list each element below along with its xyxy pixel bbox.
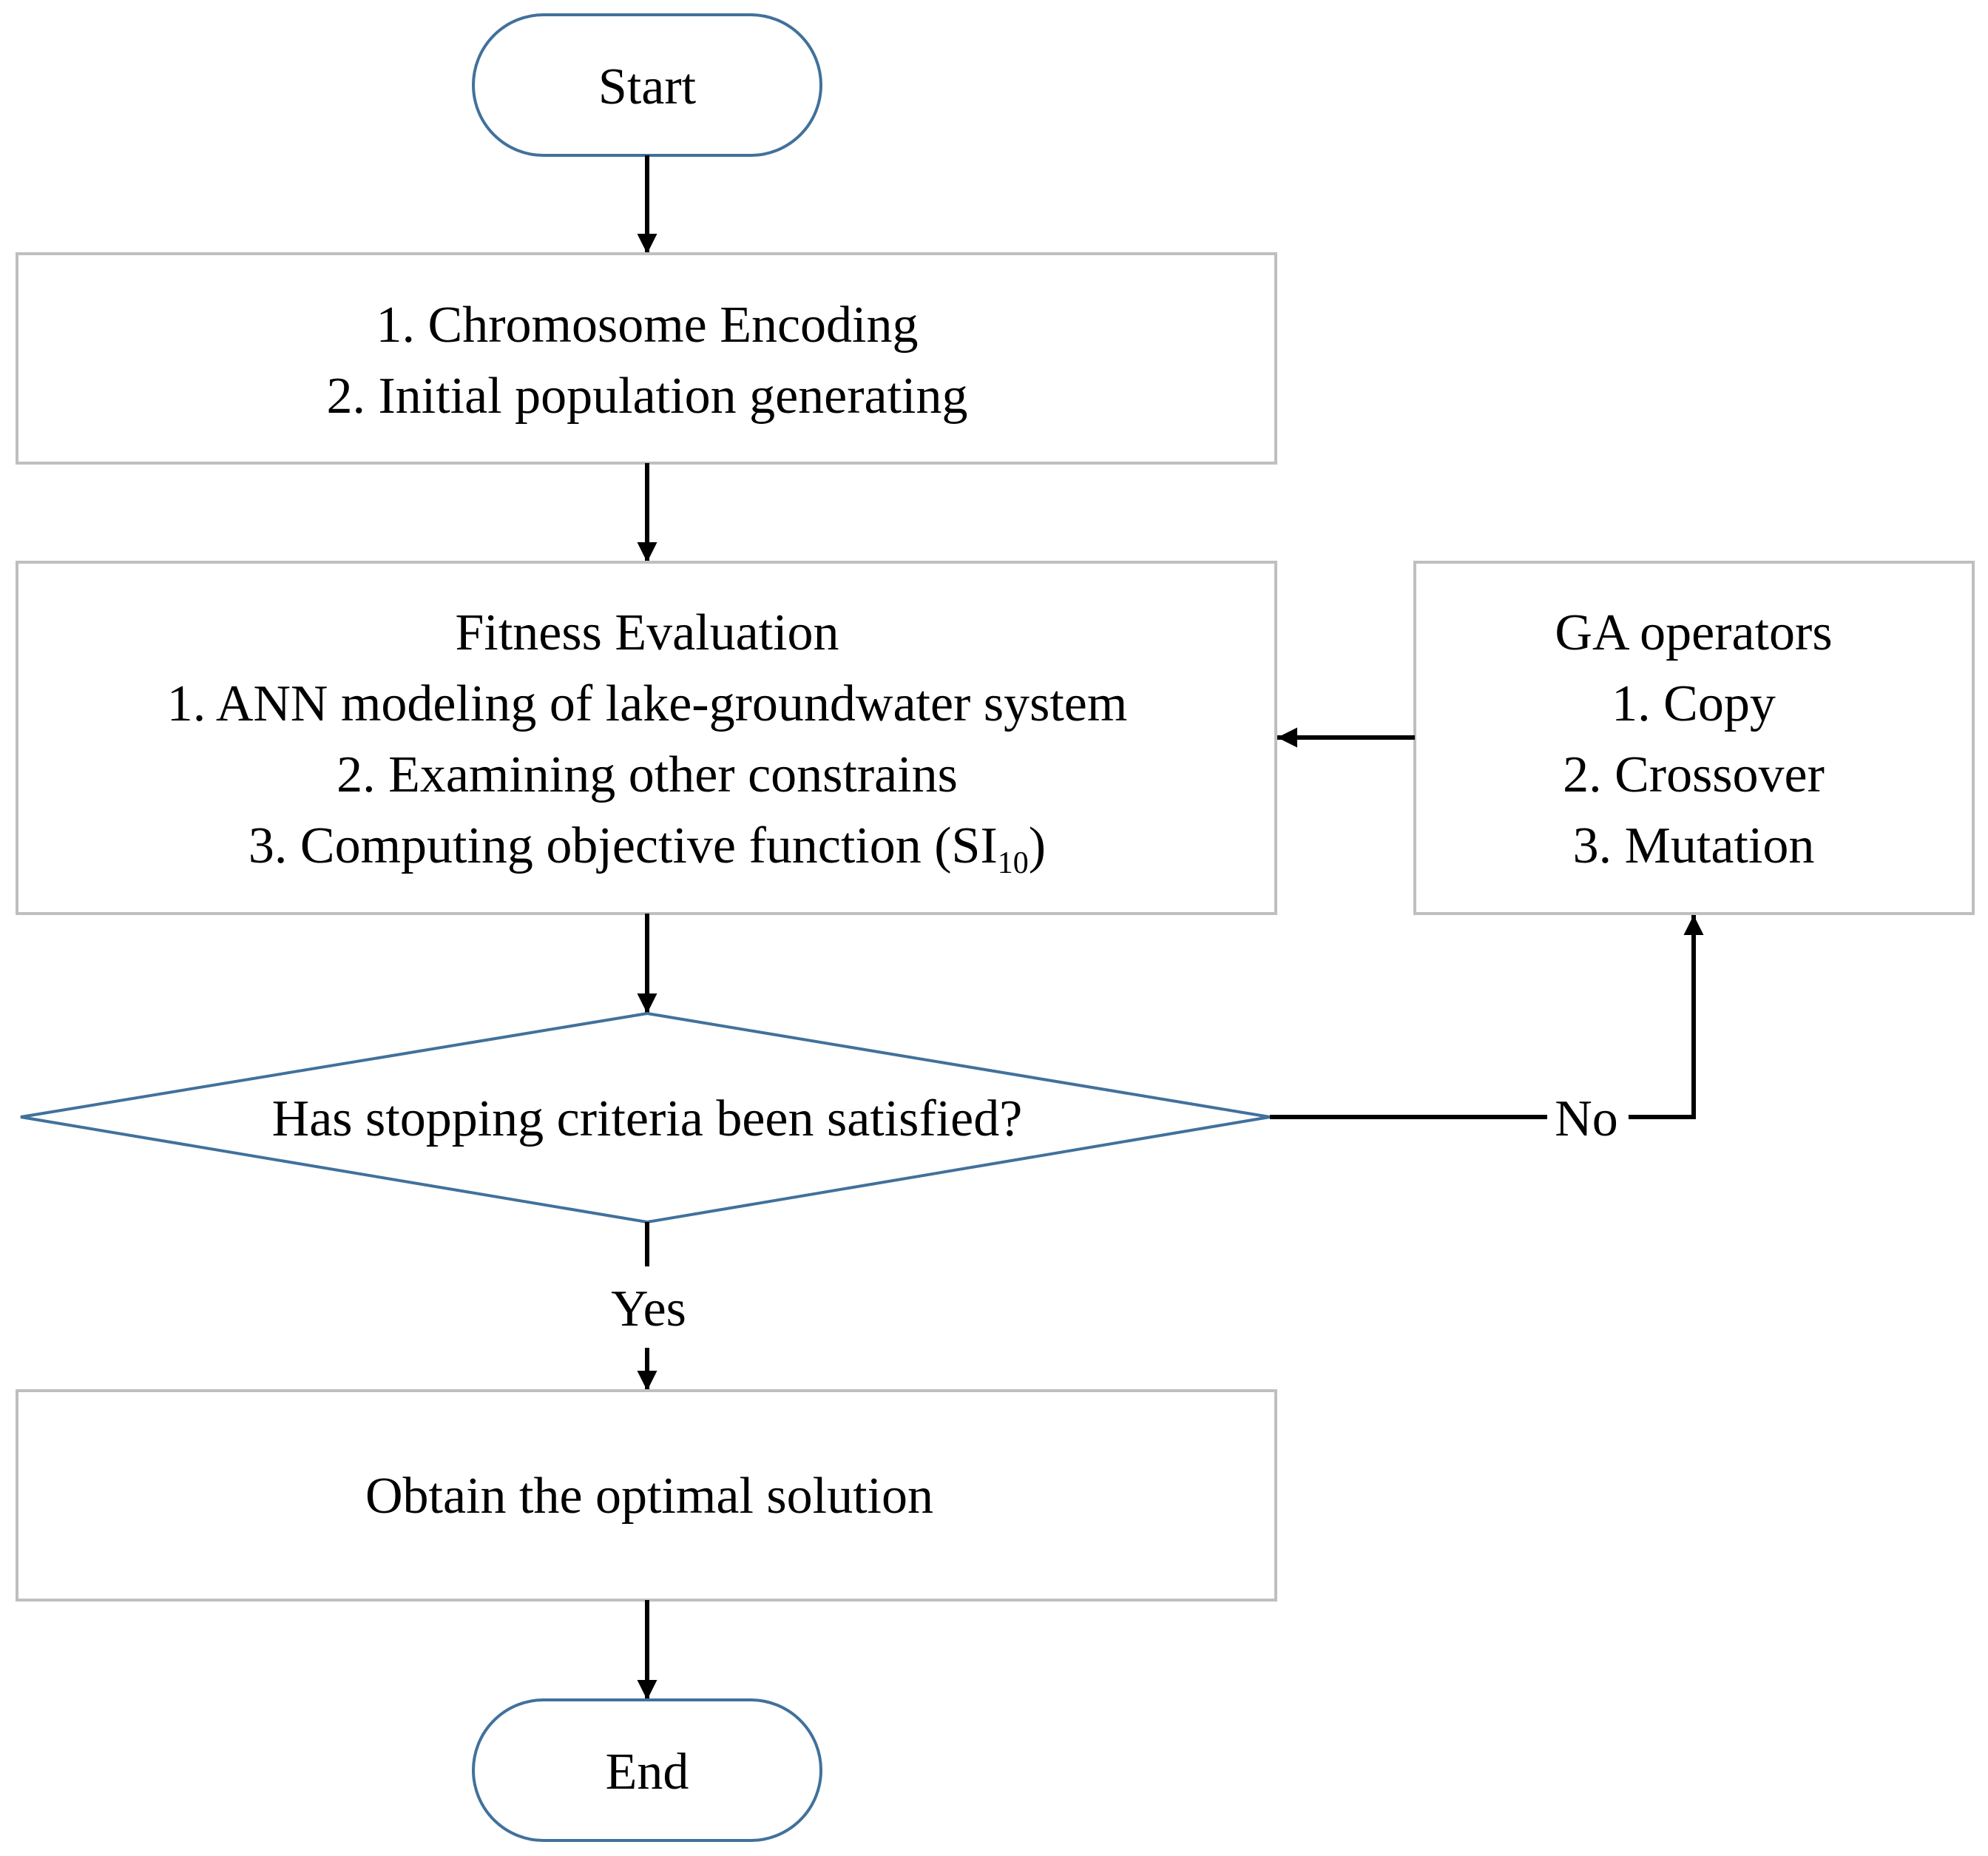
result-box: Obtain the optimal solution — [16, 1389, 1277, 1602]
fitness-box-shape — [16, 561, 1277, 915]
end-label: End — [606, 1744, 689, 1801]
decision-label: Has stopping criteria been satisfied? — [272, 1090, 1023, 1147]
init-box: 1. Chromosome Encoding 2. Initial popula… — [16, 252, 1277, 465]
start-node: Start — [472, 13, 822, 157]
fitness-line-1: 1. ANN modeling of lake-groundwater syst… — [167, 675, 1128, 732]
fitness-box: Fitness Evaluation 1. ANN modeling of la… — [16, 561, 1277, 915]
no-label-background — [1547, 1087, 1629, 1147]
end-shape — [472, 1698, 822, 1842]
fitness-line-3-prefix: 3. Computing objective function (SI — [248, 817, 998, 874]
edge-label-no: No — [1555, 1090, 1618, 1147]
fitness-title: Fitness Evaluation — [455, 604, 839, 661]
fitness-line-3-suffix: ) — [1029, 817, 1046, 874]
ga-operators-line-2: 2. Crossover — [1563, 746, 1825, 803]
init-line-1: 1. Chromosome Encoding — [376, 297, 919, 354]
init-box-shape — [16, 252, 1277, 465]
end-node: End — [472, 1698, 822, 1842]
fitness-line-3: 3. Computing objective function (SI10) — [248, 817, 1046, 880]
start-label: Start — [598, 58, 697, 115]
edge-label-yes: Yes — [611, 1280, 686, 1337]
init-line-2: 2. Initial population generating — [326, 368, 967, 425]
fitness-line-3-subscript: 10 — [998, 846, 1029, 880]
arrow-no-to-ga-operators — [1270, 915, 1704, 1119]
ga-operators-box: GA operators 1. Copy 2. Crossover 3. Mut… — [1413, 561, 1975, 915]
result-box-shape — [16, 1389, 1277, 1602]
fitness-line-2: 2. Examining other constrains — [337, 746, 958, 803]
result-label: Obtain the optimal solution — [365, 1468, 933, 1525]
ga-operators-line-1: 1. Copy — [1612, 675, 1776, 732]
ga-operators-line-3: 3. Mutation — [1573, 817, 1815, 874]
decision-node: Has stopping criteria been satisfied? — [20, 1011, 1271, 1224]
ga-operators-title: GA operators — [1555, 604, 1832, 661]
